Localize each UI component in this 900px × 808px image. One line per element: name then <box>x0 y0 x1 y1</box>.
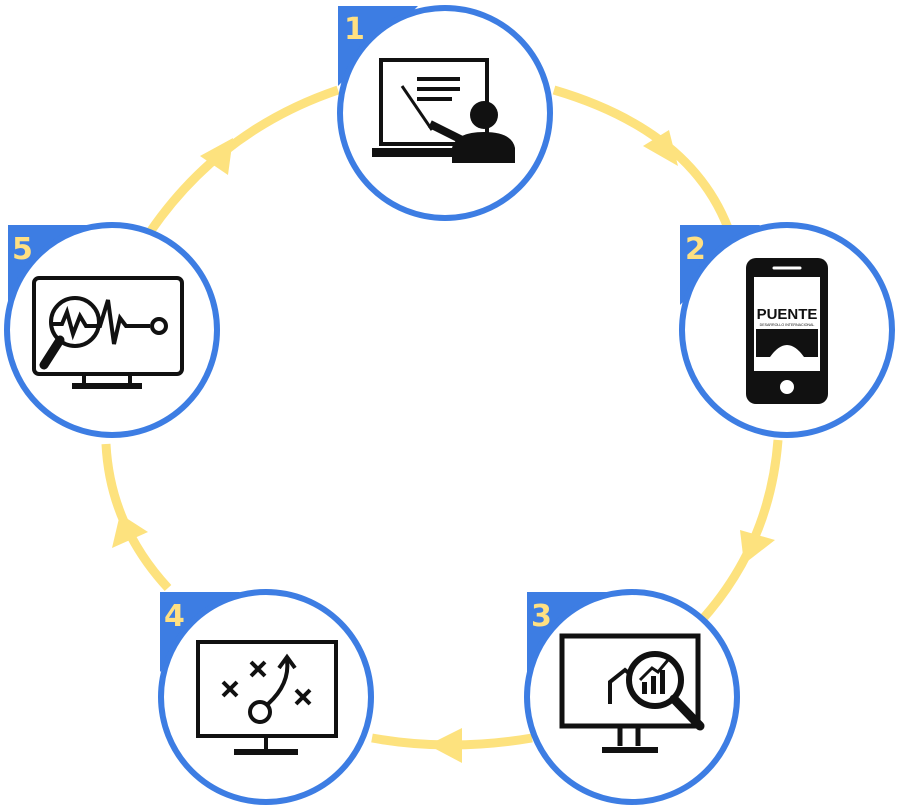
step-1-circle <box>337 5 553 221</box>
step-2: 2 PUENTE DESARROLLO INTERNACIONAL <box>679 222 895 438</box>
arrowhead-5 <box>200 138 233 175</box>
teacher-presentation-icon <box>372 58 515 163</box>
step-3: 3 <box>524 589 740 805</box>
bridge-graphic <box>756 329 818 357</box>
arrowhead-4 <box>112 514 148 548</box>
step-1: 1 <box>337 5 553 221</box>
step-3-number: 3 <box>531 599 552 634</box>
arrow-2-to-3 <box>696 439 783 626</box>
strategy-board-icon <box>196 640 338 755</box>
arrowhead-3 <box>428 728 462 763</box>
step-1-number: 1 <box>344 12 365 47</box>
arrowhead-2 <box>740 530 775 564</box>
step-5-number: 5 <box>12 232 33 267</box>
step-4-number: 4 <box>164 599 185 634</box>
arrow-1-to-2 <box>552 85 733 230</box>
monitor-analytics-search-icon <box>559 633 705 753</box>
smartphone-app-icon: PUENTE DESARROLLO INTERNACIONAL <box>746 258 828 404</box>
step-4: 4 <box>158 589 374 805</box>
arrowhead-1 <box>643 130 678 166</box>
app-logo-text: PUENTE <box>757 306 818 323</box>
step-2-number: 2 <box>685 232 706 267</box>
arrow-5-to-1 <box>146 85 340 235</box>
step-4-circle <box>158 589 374 805</box>
arrow-heads <box>112 130 775 763</box>
arrow-4-to-5 <box>101 443 172 592</box>
app-logo-subtext: DESARROLLO INTERNACIONAL <box>760 323 815 327</box>
step-5: 5 <box>4 222 220 438</box>
monitoring-pulse-icon <box>32 276 184 389</box>
